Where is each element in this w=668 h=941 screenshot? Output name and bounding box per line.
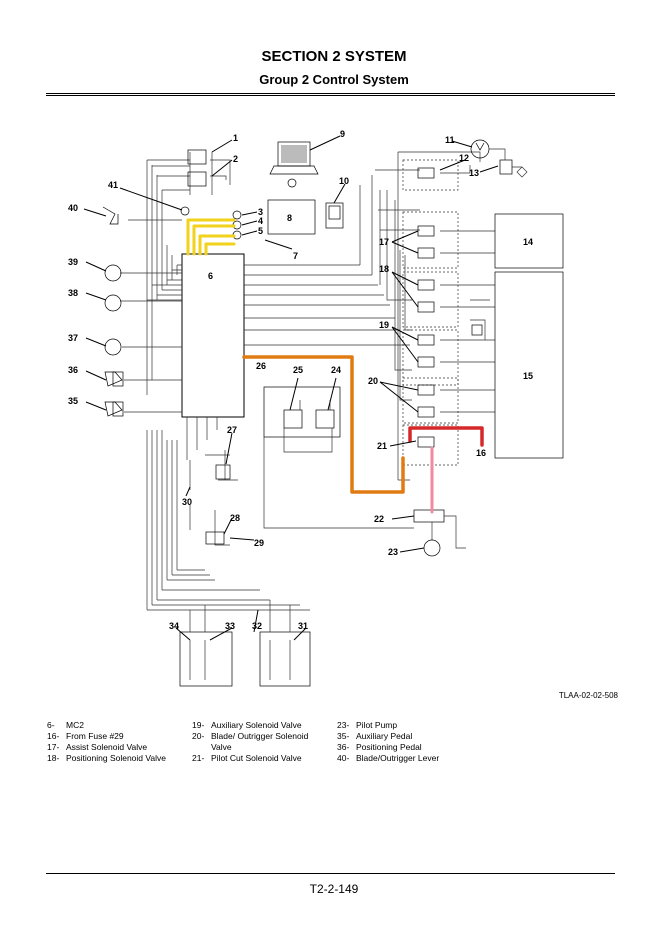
callout-8: 8 — [287, 213, 292, 223]
callout-27: 27 — [227, 425, 237, 435]
callout-39: 39 — [68, 257, 78, 267]
callout-40: 40 — [68, 203, 78, 213]
callout-17: 17 — [379, 237, 389, 247]
callout-33: 33 — [225, 621, 235, 631]
block-14 — [494, 213, 564, 269]
callout-1: 1 — [233, 133, 238, 143]
callout-10: 10 — [339, 176, 349, 186]
callout-35: 35 — [68, 396, 78, 406]
callout-12: 12 — [459, 153, 469, 163]
yellow-circuit — [186, 218, 236, 256]
pedal-35 — [104, 401, 123, 417]
sensor-39 — [104, 264, 122, 282]
orange-circuit — [242, 355, 405, 494]
component-13 — [499, 159, 513, 175]
callout-18: 18 — [379, 264, 389, 274]
callout-6: 6 — [208, 271, 213, 281]
sensor-38 — [104, 294, 122, 312]
legend-item: 6-MC2 — [47, 720, 84, 730]
callout-3: 3 — [258, 207, 263, 217]
callout-36: 36 — [68, 365, 78, 375]
callout-23: 23 — [388, 547, 398, 557]
callout-19: 19 — [379, 320, 389, 330]
mc2-controller — [181, 253, 245, 418]
legend-column-3: 23-Pilot Pump 35-Auxiliary Pedal 36-Posi… — [337, 720, 487, 764]
figure-code: TLAA-02-02-508 — [558, 691, 618, 700]
callout-5: 5 — [258, 226, 263, 236]
legend-item: 36-Positioning Pedal — [337, 742, 422, 752]
header-rule — [46, 93, 615, 96]
footer-rule — [46, 873, 615, 874]
lever-40 — [102, 206, 119, 225]
legend-item: 19-Auxiliary Solenoid Valve — [192, 720, 302, 730]
sensor-37 — [104, 338, 122, 356]
callout-37: 37 — [68, 333, 78, 343]
callout-2: 2 — [233, 154, 238, 164]
legend-item: 20-Blade/ Outrigger Solenoid Valve — [192, 731, 309, 752]
callout-9: 9 — [340, 129, 345, 139]
handheld-device-icon — [325, 202, 344, 229]
pilot-pump-23 — [423, 539, 441, 557]
callout-29: 29 — [254, 538, 264, 548]
legend-item: 35-Auxiliary Pedal — [337, 731, 413, 741]
laptop-icon — [269, 141, 319, 188]
callout-7: 7 — [293, 251, 298, 261]
legend-item: 21-Pilot Cut Solenoid Valve — [192, 753, 302, 763]
pedal-36 — [104, 371, 123, 387]
legend-column-1: 6-MC2 16-From Fuse #29 17-Assist Solenoi… — [47, 720, 187, 764]
callout-28: 28 — [230, 513, 240, 523]
legend-item: 23-Pilot Pump — [337, 720, 398, 730]
callout-26: 26 — [256, 361, 266, 371]
callout-38: 38 — [68, 288, 78, 298]
callout-24: 24 — [331, 365, 341, 375]
callout-11: 11 — [445, 135, 455, 145]
callout-20: 20 — [368, 376, 378, 386]
page-number: T2-2-149 — [309, 882, 359, 896]
red-circuit — [408, 426, 484, 447]
group-subtitle: Group 2 Control System — [259, 72, 409, 87]
callout-41: 41 — [108, 180, 118, 190]
callout-31: 31 — [298, 621, 308, 631]
section-title: SECTION 2 SYSTEM — [261, 48, 407, 65]
callout-32: 32 — [252, 621, 262, 631]
legend-item: 40-Blade/Outrigger Lever — [337, 753, 440, 763]
callout-21: 21 — [377, 441, 387, 451]
callout-25: 25 — [293, 365, 303, 375]
callout-34: 34 — [169, 621, 179, 631]
callout-14: 14 — [523, 237, 533, 247]
callout-4: 4 — [258, 216, 263, 226]
block-15 — [494, 271, 564, 459]
callout-22: 22 — [374, 514, 384, 524]
legend-item: 17-Assist Solenoid Valve — [47, 742, 148, 752]
control-system-diagram: 1 2 3 4 5 6 7 8 9 10 11 12 13 14 15 16 1… — [68, 129, 564, 687]
legend-column-2: 19-Auxiliary Solenoid Valve 20-Blade/ Ou… — [192, 720, 332, 764]
monitor-unit-box — [267, 199, 316, 235]
legend-item: 18-Positioning Solenoid Valve — [47, 753, 167, 763]
callout-16: 16 — [476, 448, 486, 458]
callout-30: 30 — [182, 497, 192, 507]
legend-item: 16-From Fuse #29 — [47, 731, 124, 741]
callout-15: 15 — [523, 371, 533, 381]
callout-13: 13 — [469, 168, 479, 178]
